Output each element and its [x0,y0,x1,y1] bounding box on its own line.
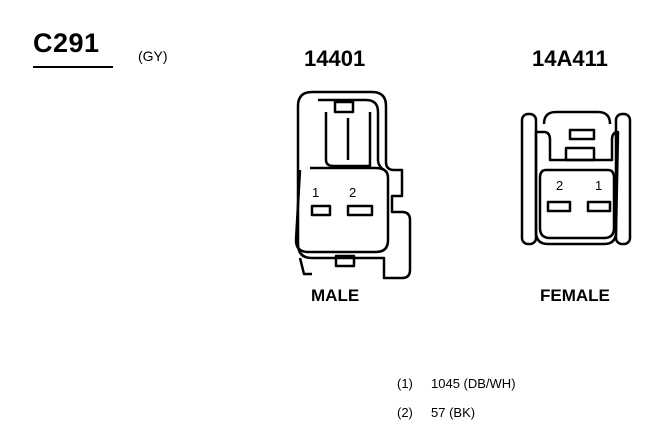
male-latch [324,112,372,168]
female-latch-slot [564,146,596,162]
male-pin-cavity [294,166,390,254]
male-pin-label-1: 1 [312,185,319,200]
male-pin-2-contact [346,204,374,217]
male-label: MALE [311,286,360,305]
legend-circuit: 1045 (DB/WH) [431,376,516,391]
male-part-number: 14401 [304,46,366,71]
male-housing-inner [318,98,385,172]
female-top-tab [568,128,596,141]
male-top-tab [333,100,355,114]
female-label: FEMALE [540,286,610,305]
male-connector-drawing [294,90,412,280]
female-top-rim [542,110,612,125]
female-left-rail [520,112,538,246]
legend-index: (2) [397,405,413,420]
female-pin-1-contact [586,200,612,213]
male-housing-outer [296,90,412,280]
female-pin-label-2: 2 [556,178,563,193]
female-connector-drawing [520,110,632,246]
connector-color-code: (GY) [138,48,168,64]
male-pin-label-2: 2 [349,185,356,200]
legend-circuit: 57 (BK) [431,405,476,420]
male-pin-1-contact [310,204,332,217]
legend-row: (1) 1045 (DB/WH) [397,376,516,391]
female-pin-label-1: 1 [595,178,602,193]
male-bottom-foot [298,257,312,276]
legend-row: (2) 57 (BK) [397,405,475,420]
female-pin-cavity [538,168,616,240]
connector-id-underline [33,66,113,68]
female-part-number: 14A411 [532,46,608,71]
male-bottom-tab [334,254,356,268]
female-housing-body [534,130,620,246]
connector-id: C291 [33,28,100,58]
female-pin-2-contact [546,200,572,213]
legend-index: (1) [397,376,413,391]
